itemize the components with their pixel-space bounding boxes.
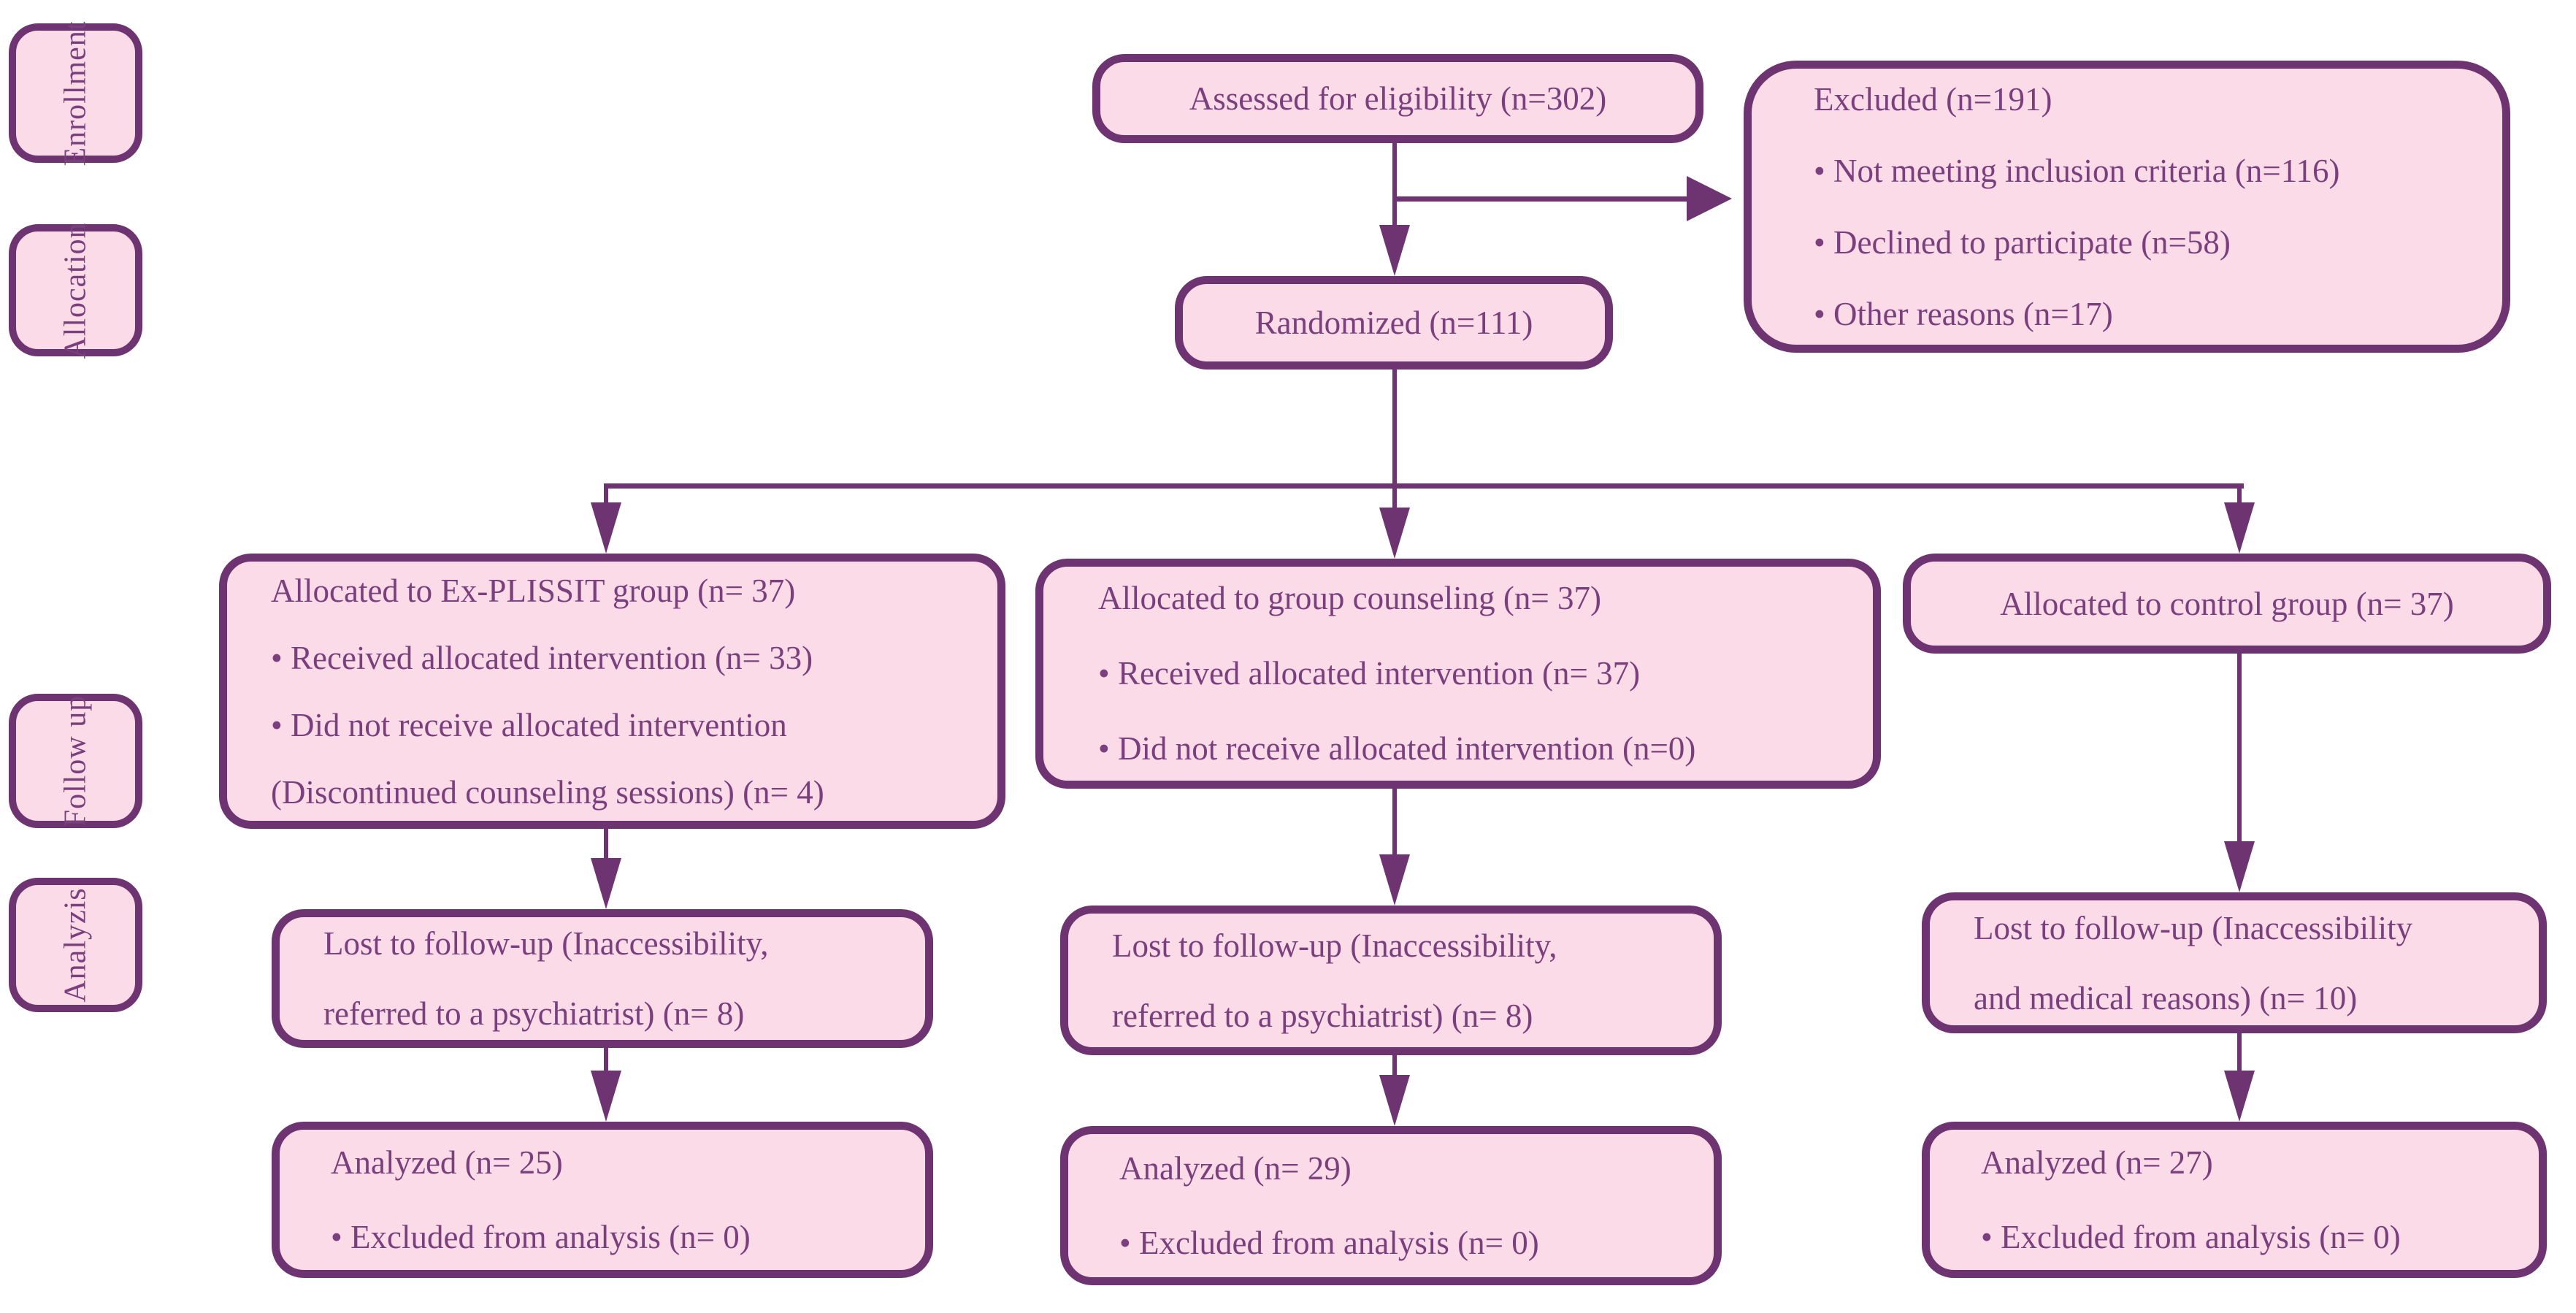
arrowhead-to-ex-plissit-allocation [591,502,621,554]
stage-analysis: Analyzis [9,878,142,1012]
lost-control-box: Lost to follow-up (Inaccessibility and m… [1922,892,2547,1033]
stage-allocation: Allocation [9,221,142,359]
line-ex-plissit-to-analysis [604,1048,608,1073]
allocation-distribution-line [604,483,2244,489]
arrowhead-to-excluded [1687,176,1732,221]
excluded-title: Excluded (n=191) [1814,81,2052,118]
line-to-ex-plissit-allocation [604,489,608,507]
line-to-control-allocation [2237,489,2242,507]
lost-group-counseling-line-1: Lost to follow-up (Inaccessibility, [1112,927,1557,964]
line-ex-plissit-to-followup [604,829,608,862]
allocated-group-counseling-box: Allocated to group counseling (n= 37) • … [1035,559,1881,789]
line-control-to-followup [2237,654,2242,845]
arrowhead-group-counseling-analysis [1379,1075,1410,1126]
line-randomized-to-allocation [1392,370,1397,513]
assessed-eligibility-box: Assessed for eligibility (n=302) [1092,54,1703,143]
alloc-ex-plissit-line-1: Allocated to Ex-PLISSIT group (n= 37) [271,572,796,609]
arrowhead-ex-plissit-followup [591,858,621,909]
stage-allocation-label: Allocation [58,221,93,359]
analyzed-ex-plissit-line-1: Analyzed (n= 25) [331,1144,563,1181]
excluded-box: Excluded (n=191) • Not meeting inclusion… [1744,61,2510,353]
lost-group-counseling-line-2: referred to a psychiatrist) (n= 8) [1112,997,1533,1034]
analyzed-ex-plissit-box: Analyzed (n= 25) • Excluded from analysi… [272,1122,933,1278]
analyzed-control-box: Analyzed (n= 27) • Excluded from analysi… [1922,1122,2547,1278]
arrowhead-to-randomized [1379,225,1410,276]
arrowhead-ex-plissit-analysis [591,1071,621,1122]
alloc-ex-plissit-line-2: • Received allocated intervention (n= 33… [271,639,813,676]
line-group-counseling-to-analysis [1392,1055,1397,1081]
analyzed-control-line-2: • Excluded from analysis (n= 0) [1981,1219,2401,1255]
analyzed-group-counseling-box: Analyzed (n= 29) • Excluded from analysi… [1060,1126,1722,1285]
excluded-reason-1: • Not meeting inclusion criteria (n=116) [1814,153,2340,189]
alloc-group-counseling-line-2: • Received allocated intervention (n= 37… [1098,655,1641,692]
arrowhead-to-control-allocation [2224,502,2255,554]
lost-control-line-2: and medical reasons) (n= 10) [1974,979,2358,1017]
randomized-text: Randomized (n=111) [1254,305,1533,341]
line-group-counseling-to-followup [1392,789,1397,858]
alloc-group-counseling-line-1: Allocated to group counseling (n= 37) [1098,580,1601,616]
alloc-group-counseling-line-3: • Did not receive allocated intervention… [1098,730,1696,767]
randomized-box: Randomized (n=111) [1175,276,1613,370]
lost-ex-plissit-line-1: Lost to follow-up (Inaccessibility, [323,925,769,962]
stage-enrollment-label: Enrollment [58,20,93,166]
arrowhead-control-analysis [2224,1071,2255,1122]
line-control-to-analysis [2237,1033,2242,1073]
arrowhead-control-followup [2224,841,2255,892]
stage-analysis-label: Analyzis [58,887,93,1003]
lost-control-line-1: Lost to follow-up (Inaccessibility [1974,909,2413,946]
analyzed-control-line-1: Analyzed (n= 27) [1981,1144,2213,1181]
alloc-control-text: Allocated to control group (n= 37) [2000,585,2454,622]
arrowhead-group-counseling-followup [1379,854,1410,906]
lost-group-counseling-box: Lost to follow-up (Inaccessibility, refe… [1060,906,1722,1055]
analyzed-group-counseling-line-2: • Excluded from analysis (n= 0) [1119,1225,1539,1261]
excluded-reason-2: • Declined to participate (n=58) [1814,224,2231,261]
analyzed-group-counseling-line-1: Analyzed (n= 29) [1119,1150,1352,1187]
line-assessed-to-randomized [1392,143,1397,228]
line-to-excluded [1395,196,1687,202]
stage-enrollment: Enrollment [9,20,142,166]
allocated-control-box: Allocated to control group (n= 37) [1903,554,2551,654]
stage-follow-up: Follow up [9,694,142,828]
lost-ex-plissit-box: Lost to follow-up (Inaccessibility, refe… [272,909,933,1048]
assessed-eligibility-text: Assessed for eligibility (n=302) [1189,80,1607,117]
alloc-ex-plissit-line-3: • Did not receive allocated intervention [271,706,787,743]
alloc-ex-plissit-line-4: (Discontinued counseling sessions) (n= 4… [271,773,824,811]
allocated-ex-plissit-box: Allocated to Ex-PLISSIT group (n= 37) • … [219,554,1005,829]
excluded-reason-3: • Other reasons (n=17) [1814,296,2113,332]
stage-follow-up-label: Follow up [58,694,93,827]
arrowhead-to-group-counseling-allocation [1379,508,1410,559]
lost-ex-plissit-line-2: referred to a psychiatrist) (n= 8) [323,995,745,1032]
analyzed-ex-plissit-line-2: • Excluded from analysis (n= 0) [331,1219,751,1255]
